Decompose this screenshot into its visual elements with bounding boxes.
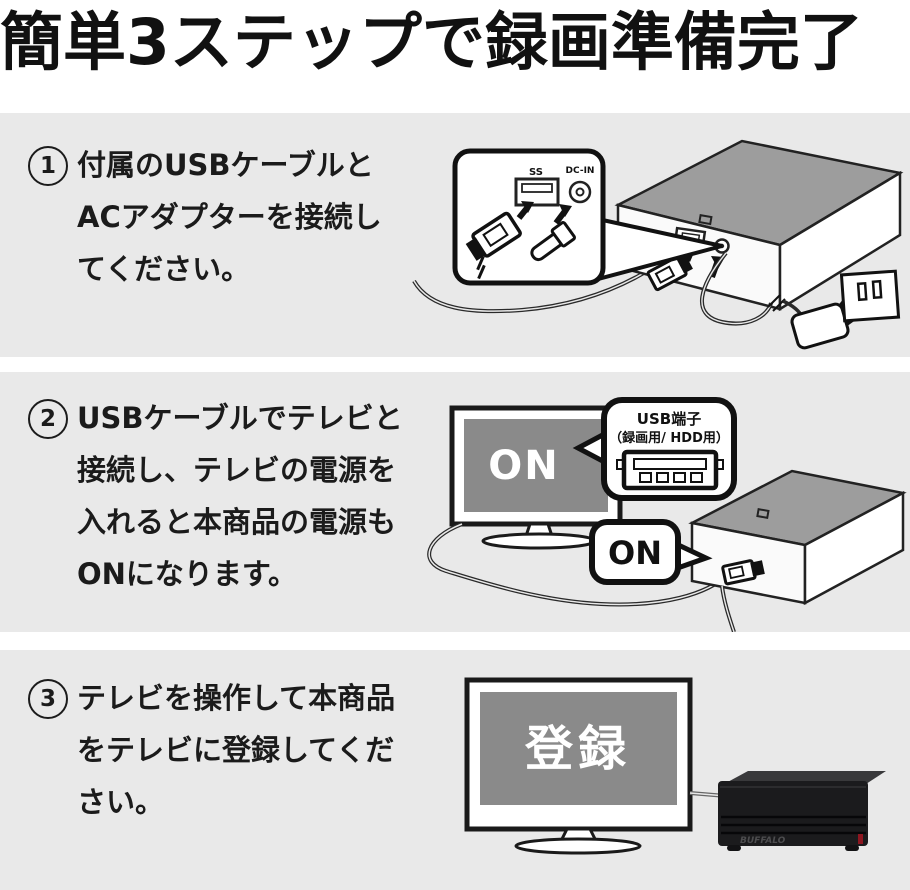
step1-line3: てください。 [77,252,251,286]
step3-line2: をテレビに登録してくだ [77,733,395,767]
usb-callout-title: USB端子 [637,410,701,428]
tv-screen-label: ON [488,443,559,489]
dc-plug-closeup-icon [530,221,577,262]
step1-panel: 1 付属のUSBケーブルと ACアダプターを接続し てください。 [0,113,910,357]
hdd-brand-label: BUFFALO [740,836,786,846]
usb-plug-icon [646,254,693,292]
tv-icon: 登録 [464,677,693,855]
step2-panel: 2 USBケーブルでテレビと 接続し、テレビの電源を 入れると本商品の電源も O… [0,372,910,632]
step3-number: 3 [28,679,68,719]
usb-plug-icon [721,559,765,586]
step3-illustration: 登録 BUFFALO [464,677,886,855]
step2-number: 2 [28,399,68,439]
usb-a-port-icon [616,449,724,491]
page-title: 簡単3ステップで録画準備完了 [0,6,863,79]
step2-line1: USBケーブルでテレビと [77,401,403,435]
dc-jack-closeup-icon [568,180,592,204]
step1-number: 1 [28,146,68,186]
tv-icon: ON [449,405,623,550]
power-led-red [858,834,863,844]
usb-plug-closeup-icon [465,211,522,280]
step1-line2: ACアダプターを接続し [77,200,382,234]
step3-text: 3 テレビを操作して本商品 をテレビに登録してくだ さい。 [28,672,395,828]
tv-screen-label: 登録 [524,721,631,777]
step3-line3: さい。 [77,785,165,819]
hdd-on-bubble: ON [589,519,713,585]
step2-line2: 接続し、テレビの電源を [77,453,397,487]
step2-text: 2 USBケーブルでテレビと 接続し、テレビの電源を 入れると本商品の電源も O… [28,392,403,600]
step2-line3: 入れると本商品の電源も [77,505,397,539]
hdd-photo: BUFFALO [718,771,886,851]
step1-text: 1 付属のUSBケーブルと ACアダプターを接続し てください。 [28,139,382,295]
step3-panel: 3 テレビを操作して本商品 をテレビに登録してくだ さい。 登録 [0,650,910,890]
step3-line1: テレビを操作して本商品 [77,681,396,715]
usb-port-label: SS [529,167,543,178]
hdd-power-label: ON [608,534,662,572]
wall-outlet-icon [839,269,901,323]
step2-line4: ONになります。 [77,557,298,591]
dc-in-label: DC-IN [566,166,595,176]
step1-illustration: SS DC-IN [412,139,904,350]
usb-callout-subtitle: （録画用/ HDD用） [609,430,729,446]
step1-line1: 付属のUSBケーブルと [77,148,374,182]
usb-port-callout: USB端子 （録画用/ HDD用） [572,397,737,501]
step2-illustration: ON [427,397,907,632]
